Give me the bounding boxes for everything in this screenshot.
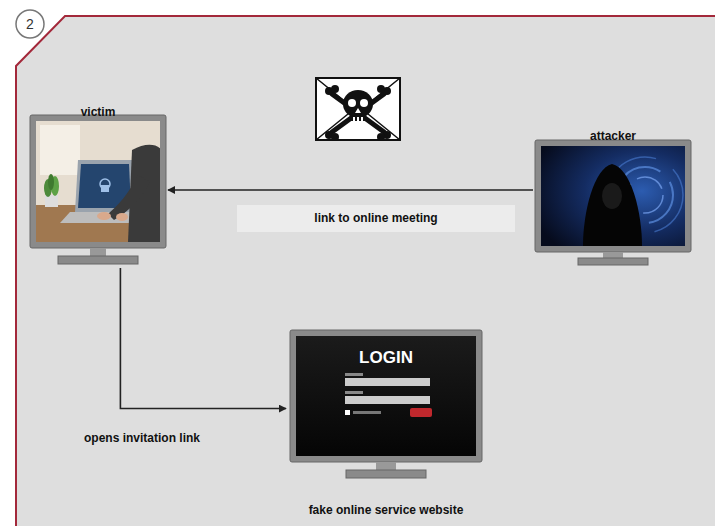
fake-website-monitor [290,330,482,478]
text-holder: LOGIN [286,348,486,368]
step-number: 2 [16,14,44,34]
arrow-connector [168,189,533,191]
node-label: fake online service website [309,503,464,517]
node-label: victim [81,105,116,119]
text-holder: fake online service website [286,500,486,518]
victim-node: victim [28,98,168,268]
screen-heading: LOGIN [359,348,413,368]
attacker-node: attacker [533,126,693,268]
arrow-connector [120,268,286,409]
panel-border [16,16,715,526]
panel-ground [16,16,715,526]
node-label: attacker [590,129,636,143]
malicious-email-icon [316,78,400,141]
edge-label: opens invitation link [62,430,222,446]
website-node: LOGIN fake online service website [286,326,486,518]
text-holder: attacker [533,126,693,144]
victim-monitor [30,115,166,264]
step-circle [16,10,44,38]
attacker-monitor [535,140,691,265]
edge-label: link to online meeting [237,205,515,232]
text-holder: victim [28,102,168,120]
